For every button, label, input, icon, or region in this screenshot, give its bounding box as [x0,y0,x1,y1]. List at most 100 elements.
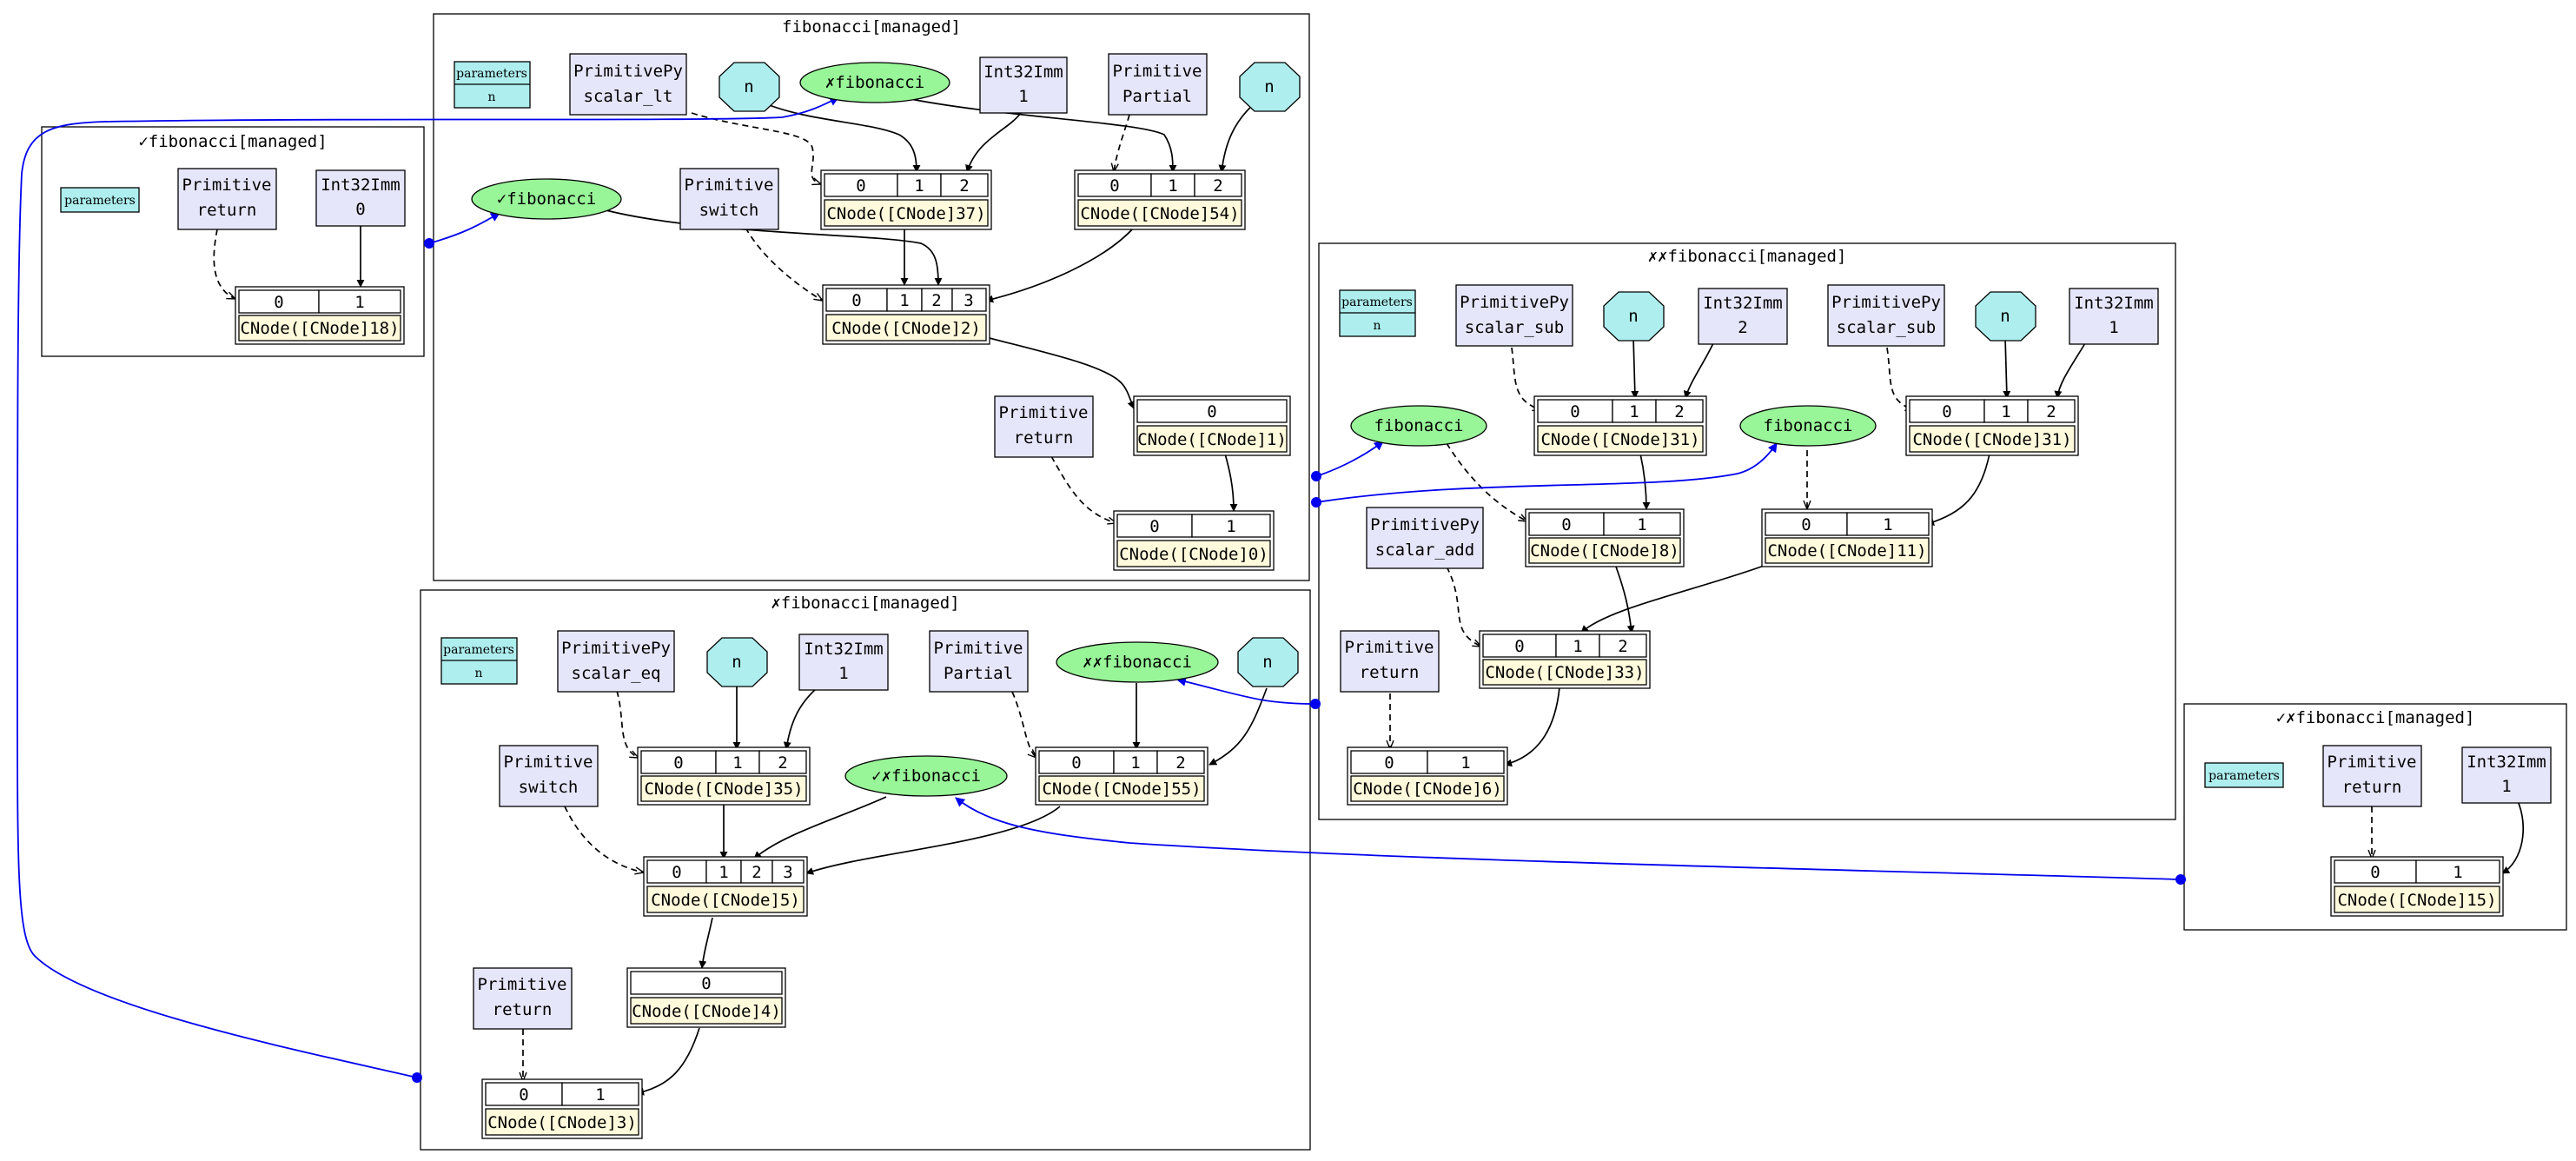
svg-text:Int32Imm: Int32Imm [983,63,1063,82]
svg-text:Primitive: Primitive [934,639,1023,658]
svg-text:0: 0 [851,291,861,310]
svg-text:CNode([CNode]31): CNode([CNode]31) [1540,430,1699,449]
primitive-return-node: Primitive return [994,395,1094,458]
svg-text:CNode([CNode]8): CNode([CNode]8) [1530,541,1679,561]
parameters-node: parameters [60,187,140,213]
int32imm-1-node: Int32Imm 1 [2461,746,2552,804]
cluster-xx-fibonacci: ✗✗fibonacci[managed] [1318,242,2176,820]
svg-text:0: 0 [701,974,711,993]
parameters-node: parameters n [1339,289,1416,337]
svg-text:Int32Imm: Int32Imm [2074,294,2154,313]
svg-text:Partial: Partial [944,664,1013,683]
svg-text:0: 0 [1514,637,1524,656]
svg-text:0: 0 [1149,517,1159,536]
svg-text:Int32Imm: Int32Imm [804,640,884,659]
parameters-node: parameters n [454,61,531,109]
svg-text:✓fibonacci: ✓fibonacci [497,189,596,209]
svg-text:1: 1 [1460,753,1470,773]
svg-text:n: n [474,667,482,680]
cluster-title: ✗fibonacci[managed] [771,594,959,613]
cnode-15: 0 1 CNode([CNode]15) [2330,856,2504,917]
edges [213,96,2524,1096]
svg-text:1: 1 [2453,863,2462,882]
cnode-55: 0 1 2 CNode([CNode]55) [1035,746,1209,806]
svg-text:n: n [2000,307,2010,326]
svg-text:Primitive: Primitive [1113,62,1202,81]
cluster-fibonacci: fibonacci[managed] [433,13,1310,581]
cnode-2: 0 1 2 3 CNode([CNode]2) [822,284,990,345]
svg-text:switch: switch [519,778,579,797]
graph-ref-tickx-fibonacci: ✓✗fibonacci [844,755,1008,797]
svg-text:Int32Imm: Int32Imm [2467,753,2546,772]
svg-text:0: 0 [1207,402,1216,421]
cnode-11: 0 1 CNode([CNode]11) [1761,508,1933,567]
svg-text:return: return [1014,428,1074,448]
svg-text:0: 0 [519,1085,528,1105]
svg-text:return: return [197,201,257,220]
primitive-return-node: Primitive return [473,967,573,1030]
graph-ref-xx-fibonacci: ✗✗fibonacci [1056,641,1219,683]
svg-text:2: 2 [2046,402,2056,421]
svg-text:2: 2 [1674,402,1684,421]
svg-text:Primitive: Primitive [999,403,1089,422]
graph-ref-fibonacci: fibonacci [1739,405,1877,447]
svg-text:CNode([CNode]18): CNode([CNode]18) [240,319,399,338]
svg-text:scalar_sub: scalar_sub [1465,318,1564,337]
svg-text:1: 1 [2501,777,2511,796]
n-parameter-node: n [718,62,780,112]
svg-text:fibonacci: fibonacci [1764,416,1853,435]
primitive-return-node: Primitive return [177,168,277,230]
svg-text:Int32Imm: Int32Imm [321,176,401,195]
svg-text:1: 1 [838,664,848,683]
int32imm-2-node: Int32Imm 2 [1698,288,1788,345]
cnode-3: 0 1 CNode([CNode]3) [481,1078,643,1139]
cluster-title: ✓✗fibonacci[managed] [2276,708,2475,727]
svg-text:1: 1 [1226,517,1235,536]
svg-text:1: 1 [1130,753,1140,773]
primitivepy-scalar-sub-node: PrimitivePy scalar_sub [1827,284,1945,347]
svg-text:PrimitivePy: PrimitivePy [1831,293,1941,312]
primitive-partial-node: Primitive Partial [929,630,1029,693]
svg-text:1: 1 [2001,402,2010,421]
svg-text:1: 1 [1018,87,1028,106]
svg-text:CNode([CNode]4): CNode([CNode]4) [632,1002,781,1021]
svg-text:0: 0 [1384,753,1394,773]
svg-text:1: 1 [732,753,742,773]
svg-text:CNode([CNode]2): CNode([CNode]2) [831,319,981,338]
svg-text:CNode([CNode]54): CNode([CNode]54) [1080,204,1239,223]
svg-text:parameters: parameters [456,67,527,81]
svg-text:n: n [1262,653,1272,672]
svg-text:0: 0 [1109,176,1119,196]
svg-text:1: 1 [1573,637,1582,656]
graph-ref-cross-fibonacci: ✗fibonacci [799,62,950,103]
svg-text:0: 0 [673,753,683,773]
n-parameter-node: n [1239,62,1301,112]
svg-text:1: 1 [899,291,909,310]
primitivepy-scalar-lt-node: PrimitivePy scalar_lt [569,53,687,116]
svg-text:2: 2 [1738,318,1747,337]
svg-text:PrimitivePy: PrimitivePy [561,639,671,658]
svg-text:n: n [1264,77,1274,96]
svg-text:n: n [1628,307,1638,326]
svg-text:0: 0 [1801,515,1811,534]
cluster-tick-fibonacci: ✓fibonacci[managed] [41,126,425,357]
svg-text:Primitive: Primitive [2328,753,2417,772]
cnode-35: 0 1 2 CNode([CNode]35) [637,746,811,806]
n-parameter-node: n [1975,291,2036,342]
graph-ref-fibonacci: fibonacci [1350,405,1487,447]
svg-text:CNode([CNode]5): CNode([CNode]5) [651,891,800,910]
svg-text:CNode([CNode]31): CNode([CNode]31) [1912,430,2071,449]
primitivepy-scalar-eq-node: PrimitivePy scalar_eq [557,630,675,693]
svg-text:1: 1 [2109,318,2118,337]
svg-text:CNode([CNode]33): CNode([CNode]33) [1485,663,1644,682]
svg-text:0: 0 [1570,402,1579,421]
svg-text:1: 1 [1168,176,1177,196]
svg-text:CNode([CNode]37): CNode([CNode]37) [826,204,985,223]
primitive-switch-node: Primitive switch [679,168,779,230]
svg-text:CNode([CNode]1): CNode([CNode]1) [1137,430,1287,449]
svg-text:CNode([CNode]0): CNode([CNode]0) [1119,545,1268,564]
cnode-8: 0 1 CNode([CNode]8) [1525,508,1685,567]
int32imm-0-node: Int32Imm 0 [315,169,406,227]
svg-text:return: return [1360,663,1420,682]
svg-text:CNode([CNode]3): CNode([CNode]3) [487,1113,637,1132]
